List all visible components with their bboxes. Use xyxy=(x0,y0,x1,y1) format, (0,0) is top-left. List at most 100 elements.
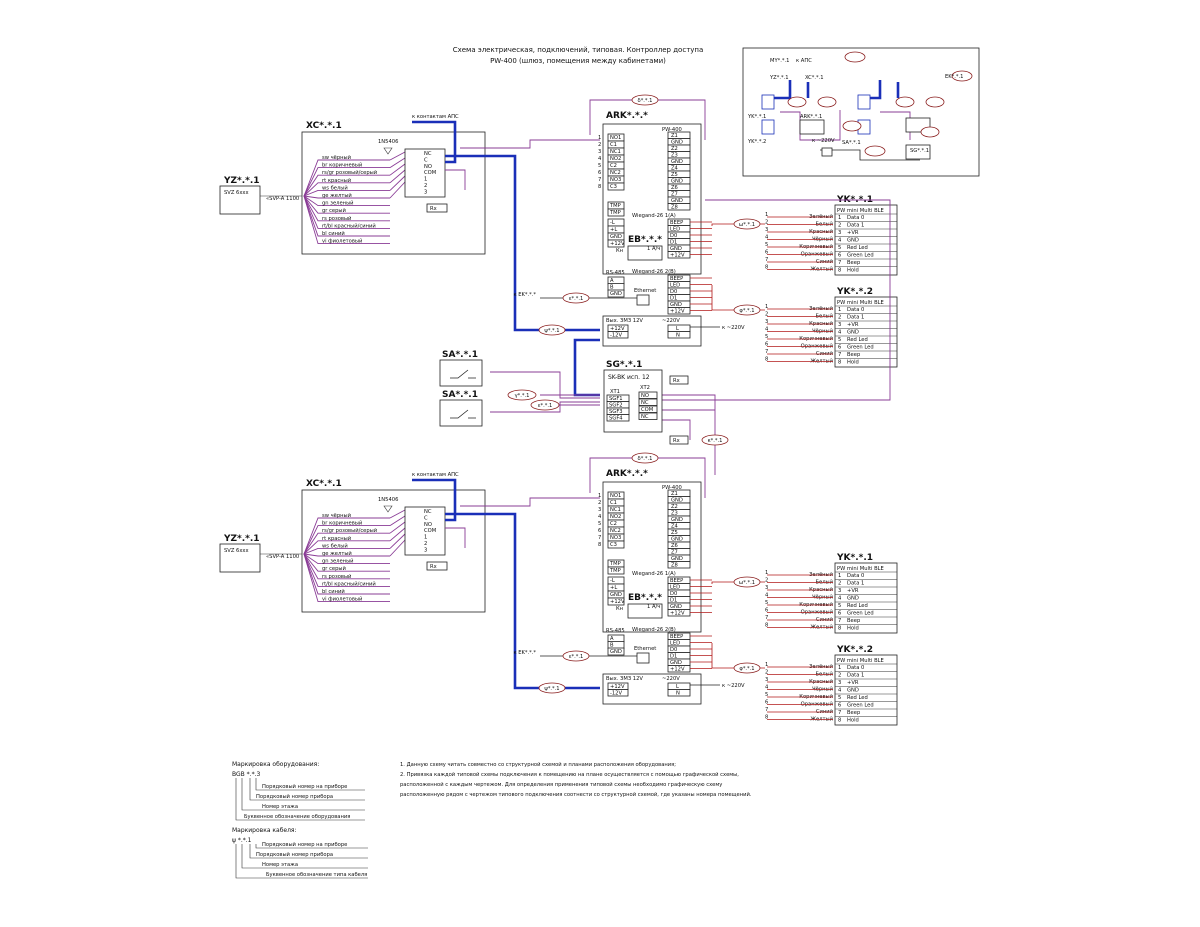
reader-top-2-pin-num: 7 xyxy=(838,710,841,716)
eb-spec: 1 А/ч xyxy=(647,246,660,252)
eb-button: Кн xyxy=(616,606,623,612)
ark-zone-pin: GND xyxy=(671,537,683,543)
yz-model: SVZ 6xxx xyxy=(224,548,249,554)
legend-equip-item-4: Буквенное обозначение оборудования xyxy=(244,814,350,820)
xc-wire-6: gn зеленый xyxy=(322,200,354,207)
reader-top-2-pin-num: 1 xyxy=(838,665,841,671)
cable-tag-reader1: ω*.*.1 xyxy=(739,580,755,586)
ark-label: ARK*.*.* xyxy=(606,469,648,479)
ark-wg2-pin: LED xyxy=(670,641,680,647)
reader-top-1-pin-num: 7 xyxy=(838,260,841,266)
xc-terminal-pin: 3 xyxy=(424,189,427,195)
cable-tag-top-oval xyxy=(631,94,659,106)
ark-left-pin-num: 1 xyxy=(598,493,601,499)
ark-rs485: RS-485 xyxy=(606,628,625,634)
ark-ac-label: ~220V xyxy=(662,676,680,682)
diagram-title-line1: Схема электрическая, подключений, типова… xyxy=(453,46,704,54)
ark-ac-ext: к ~220V xyxy=(722,683,745,689)
reader-top-2-signal: Red Led xyxy=(847,337,868,343)
reader-top-2-pin-num: 3 xyxy=(838,680,841,686)
reader-top-1-wire-color: Коричневый xyxy=(799,601,833,608)
reader-top-1-signal: +VR xyxy=(847,588,859,594)
xc-wire-2: rs/gr розовый/серый xyxy=(322,527,377,534)
reader-top-1-pin-num: 7 xyxy=(838,618,841,624)
diode-icon xyxy=(383,147,393,155)
ark-wiegand2: Wiegand-26 2(B) xyxy=(632,627,676,633)
reader-top-1-wire-color: Синий xyxy=(816,616,833,623)
ark-zone-pin: Z6 xyxy=(671,185,678,191)
diode-label: 1N5406 xyxy=(378,497,398,503)
cable-tag-reader2: φ*.*.1 xyxy=(739,308,754,314)
reader-top-1-pin-num: 8 xyxy=(838,268,841,274)
sa2-label: SA*.*.1 xyxy=(442,390,478,400)
aps-label: к контактам АПС xyxy=(412,114,459,120)
sg-xt1: XT1 xyxy=(610,389,620,395)
ark-ek-label: к EK*.*.* xyxy=(513,650,536,656)
reader-top-1-signal: Data 0 xyxy=(847,573,864,579)
xc-wire-0: sw чёрный xyxy=(322,154,351,161)
eb-battery xyxy=(627,245,663,261)
ark-wg1-pin: +12V xyxy=(670,611,685,617)
reader-top-1-pin-num: 6 xyxy=(838,611,841,617)
reader-top-2-pin-num: 2 xyxy=(838,673,841,679)
marking-legend: Маркировка оборудования: BGB *.*.3 Поряд… xyxy=(232,761,368,879)
ark-relay-pin: C2 xyxy=(610,163,617,169)
minimap-label-my: MY*.*.1 xyxy=(770,58,789,64)
reader-top-1-pin-num: 3 xyxy=(838,588,841,594)
ark-rs-pin: B xyxy=(610,285,614,291)
reader-top-1-wire-num: 4 xyxy=(765,593,769,599)
xc-relay-label: Rx xyxy=(430,564,437,570)
reader-top-2-wire-num: 4 xyxy=(765,327,769,333)
ark-lock-pin: +12V xyxy=(610,241,625,247)
xc-terminal-pin: 3 xyxy=(424,547,427,553)
cable-tag-top: δ*.*.1 xyxy=(638,98,653,104)
sg-xt1-pin: SGF1 xyxy=(609,396,623,402)
cable-tag-ethernet: ε*.*.1 xyxy=(569,654,584,660)
cable-tag-ethernet: ε*.*.1 xyxy=(569,296,584,302)
location-minimap: MY*.*.1 к АПС YZ*.*.1 XC*.*.1 YK*.*.1 YK… xyxy=(742,47,980,177)
ark-wg1-pin: LED xyxy=(670,227,680,233)
ark-out-label: Вых. ЗМЗ 12V xyxy=(606,318,643,324)
ark-ethernet: Ethernet xyxy=(634,646,656,652)
ark-wg1-pin: BEEP xyxy=(670,220,683,226)
reader-top-2-pin-num: 2 xyxy=(838,315,841,321)
reader-top-2-pin-num: 8 xyxy=(838,360,841,366)
xc-terminal-block xyxy=(404,506,446,556)
cable-tag-reader1: ω*.*.1 xyxy=(739,222,755,228)
ark-zone-pin: Z7 xyxy=(671,192,678,198)
sg-xt2-pin: NC xyxy=(641,400,649,406)
ark-left-pin-num: 6 xyxy=(598,170,601,176)
eb-battery-label: EB*.*.* xyxy=(628,235,662,245)
xc-terminal-pin: 2 xyxy=(424,183,427,189)
minimap-label-yk2: YK*.*.2 xyxy=(747,139,766,145)
ark-wiegand1: Wiegand-26 1(A) xyxy=(632,571,676,577)
ark-lock-pin: GND xyxy=(610,234,622,240)
reader-top-2-model: PW mini Multi BLE xyxy=(837,300,884,306)
reader-top-2-wire-num: 2 xyxy=(765,312,768,318)
ark-tmp-pin: TMP xyxy=(609,203,621,209)
cable-tag-ethernet-oval xyxy=(562,292,590,304)
reader-top-1-wire-color: Белый xyxy=(815,221,833,228)
reader-top-1-wire-color: Желтый xyxy=(810,266,833,273)
reader-top-1-wire-color: Коричневый xyxy=(799,243,833,250)
xc-wire-5: ge желтый xyxy=(322,192,352,199)
ark-ac-pin: L xyxy=(676,684,679,690)
reader-top-1-wire-num: 8 xyxy=(765,265,768,271)
diode-label: 1N5406 xyxy=(378,139,398,145)
xc-relay-label: Rx xyxy=(430,206,437,212)
ark-left-pin-num: 7 xyxy=(598,177,601,183)
ark-ek-label: к EK*.*.* xyxy=(513,292,536,298)
xc-wire-4: ws белый xyxy=(322,542,348,549)
ark-zone-pin: Z4 xyxy=(671,166,679,172)
cable-tag-sg1: γ*.*.1 xyxy=(515,393,530,399)
ark-zone-pin: Z4 xyxy=(671,524,679,530)
ark-lock-pin: +L xyxy=(610,585,617,591)
xc-wire-8: rs розовый xyxy=(322,215,351,222)
reader-top-2-signal: Beep xyxy=(847,352,861,358)
ark-tmp-pin: TMP xyxy=(609,210,621,216)
xc-junction-box xyxy=(301,489,486,613)
note-2: 2. Привязка каждой типовой схемы подключ… xyxy=(400,771,739,778)
ark-relay-pin: NC2 xyxy=(610,170,621,176)
ark-relay-pin: C3 xyxy=(610,542,617,548)
ark-rs-pin: GND xyxy=(610,291,622,297)
